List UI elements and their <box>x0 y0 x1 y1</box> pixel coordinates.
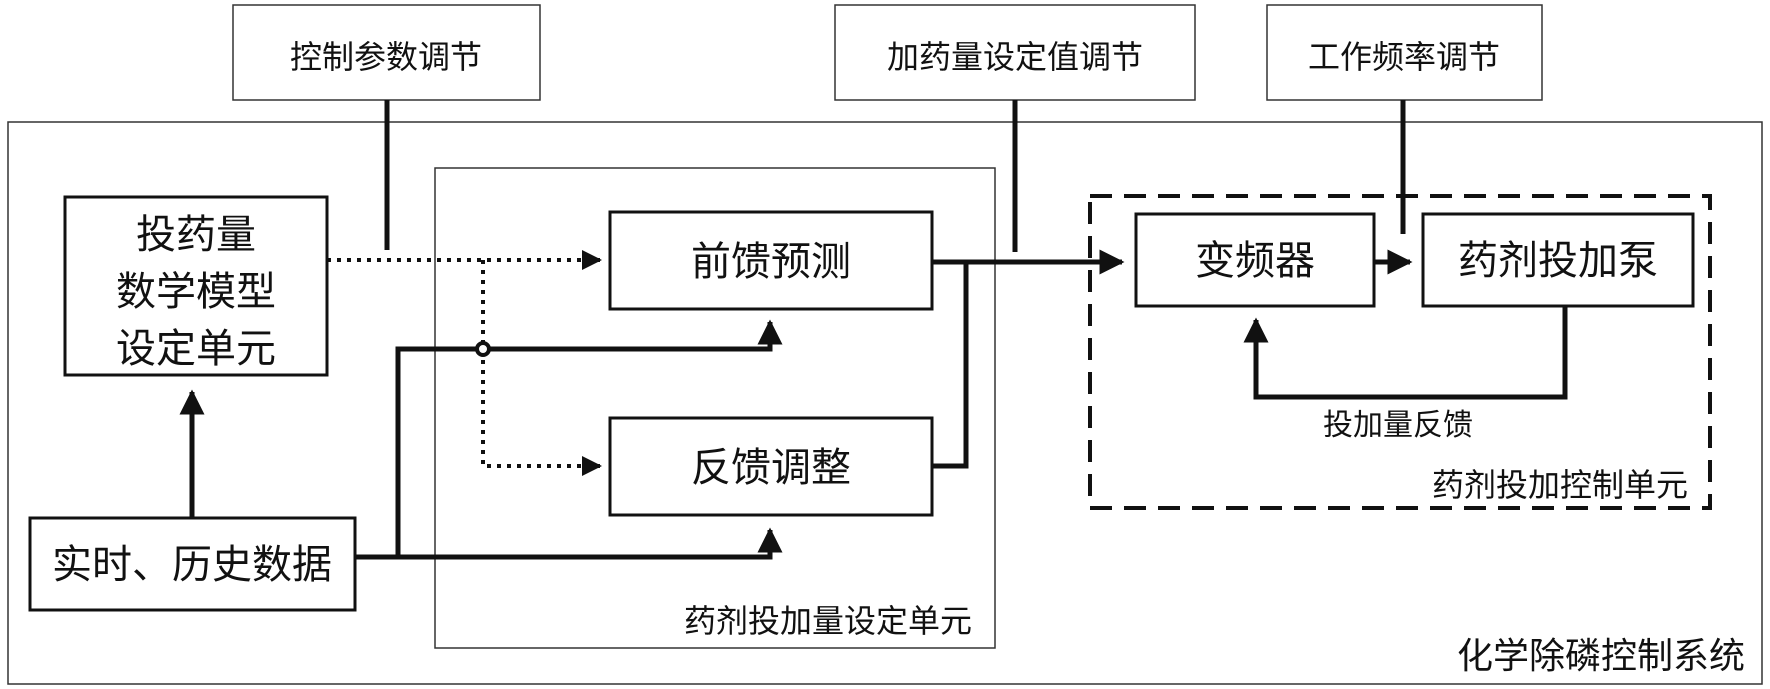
feedforward-label: 前馈预测 <box>691 239 851 285</box>
feedback-to-bus <box>932 262 969 469</box>
dose-feedback-arrow <box>1243 306 1568 400</box>
dosing-pump-box <box>1421 212 1695 308</box>
dosing-control-unit-boundary <box>1088 194 1712 510</box>
dose-setting-unit-boundary <box>434 167 996 649</box>
data-to-feedback-arrow <box>398 527 783 560</box>
inverter-label: 变频器 <box>1195 238 1315 284</box>
work-frequency-label: 工作频率调节 <box>1308 38 1500 76</box>
data-source-label: 实时、历史数据 <box>52 542 332 588</box>
system-title: 化学除磷控制系统 <box>1457 636 1745 677</box>
feedback-adjust-box <box>608 416 934 517</box>
dosing-control-unit-label: 药剂投加控制单元 <box>1432 466 1688 504</box>
data-source-box <box>28 516 357 612</box>
model-unit-line1: 投药量 <box>136 212 256 258</box>
dose-setting-unit-label: 药剂投加量设定单元 <box>684 602 972 640</box>
inverter-box <box>1134 212 1376 308</box>
system-boundary <box>7 121 1763 685</box>
feedback-adjust-label: 反馈调整 <box>691 445 851 491</box>
model-unit-box <box>63 195 329 377</box>
model-unit-line2: 数学模型 <box>116 269 276 315</box>
model-unit-line3: 设定单元 <box>116 326 276 372</box>
junction-dot <box>475 341 491 357</box>
dose-feedback-label: 投加量反馈 <box>1323 408 1473 443</box>
model-to-feedback-dotted <box>481 260 602 476</box>
dosing-pump-label: 药剂投加泵 <box>1458 238 1658 284</box>
control-params-label: 控制参数调节 <box>290 38 482 76</box>
dose-setpoint-label: 加药量设定值调节 <box>887 38 1143 76</box>
data-to-feedforward-arrow <box>355 319 783 560</box>
